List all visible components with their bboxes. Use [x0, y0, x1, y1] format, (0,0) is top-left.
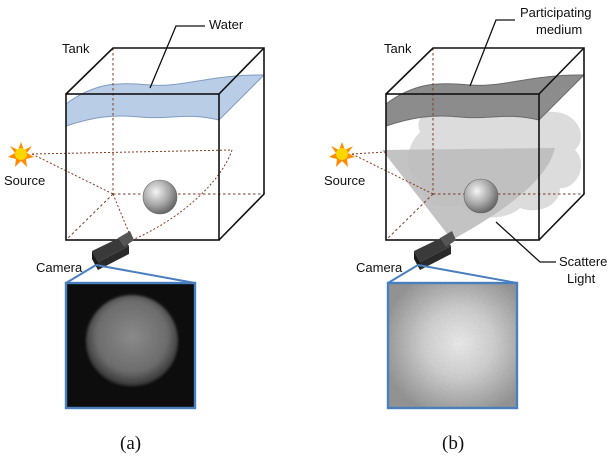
panel-a: Source Tank Water Camera (a): [4, 17, 266, 454]
scatter-label-line1: Scattered: [559, 254, 608, 269]
captured-image-a: [64, 281, 197, 410]
panel-b: Source Tank Participating medium Scatter…: [324, 5, 608, 454]
tank-b-hidden-edges: [385, 48, 584, 241]
camera-icon-b: [414, 231, 456, 270]
tank-a-edges: [65, 47, 265, 241]
water-label: Water: [209, 17, 244, 32]
sphere-b: [463, 178, 499, 214]
tank-label-a: Tank: [62, 41, 90, 56]
light-rays-a: [31, 149, 233, 241]
medium-label-line1: Participating: [520, 5, 592, 20]
sun-icon: [8, 142, 34, 167]
sun-icon: [329, 142, 355, 167]
camera-label-a: Camera: [36, 260, 83, 275]
light-rays-b: [351, 151, 434, 195]
camera-label-b: Camera: [356, 260, 403, 275]
medium-leader: [469, 19, 515, 87]
source-label-b: Source: [324, 173, 365, 188]
caption-a: (a): [120, 433, 141, 454]
scatter-label-line2: Light: [567, 271, 596, 286]
source-label-a: Source: [4, 173, 45, 188]
tank-a-hidden-edges: [65, 48, 264, 241]
medium-label-line2: medium: [536, 22, 582, 37]
camera-icon-a: [92, 231, 134, 270]
sphere-a: [142, 179, 178, 215]
captured-image-b: [386, 281, 519, 410]
tank-b-edges: [385, 47, 585, 241]
water-leader: [149, 25, 205, 89]
water-surface: [65, 74, 266, 127]
caption-b: (b): [442, 433, 464, 454]
tank-label-b: Tank: [384, 41, 412, 56]
scatter-leader: [495, 221, 556, 263]
